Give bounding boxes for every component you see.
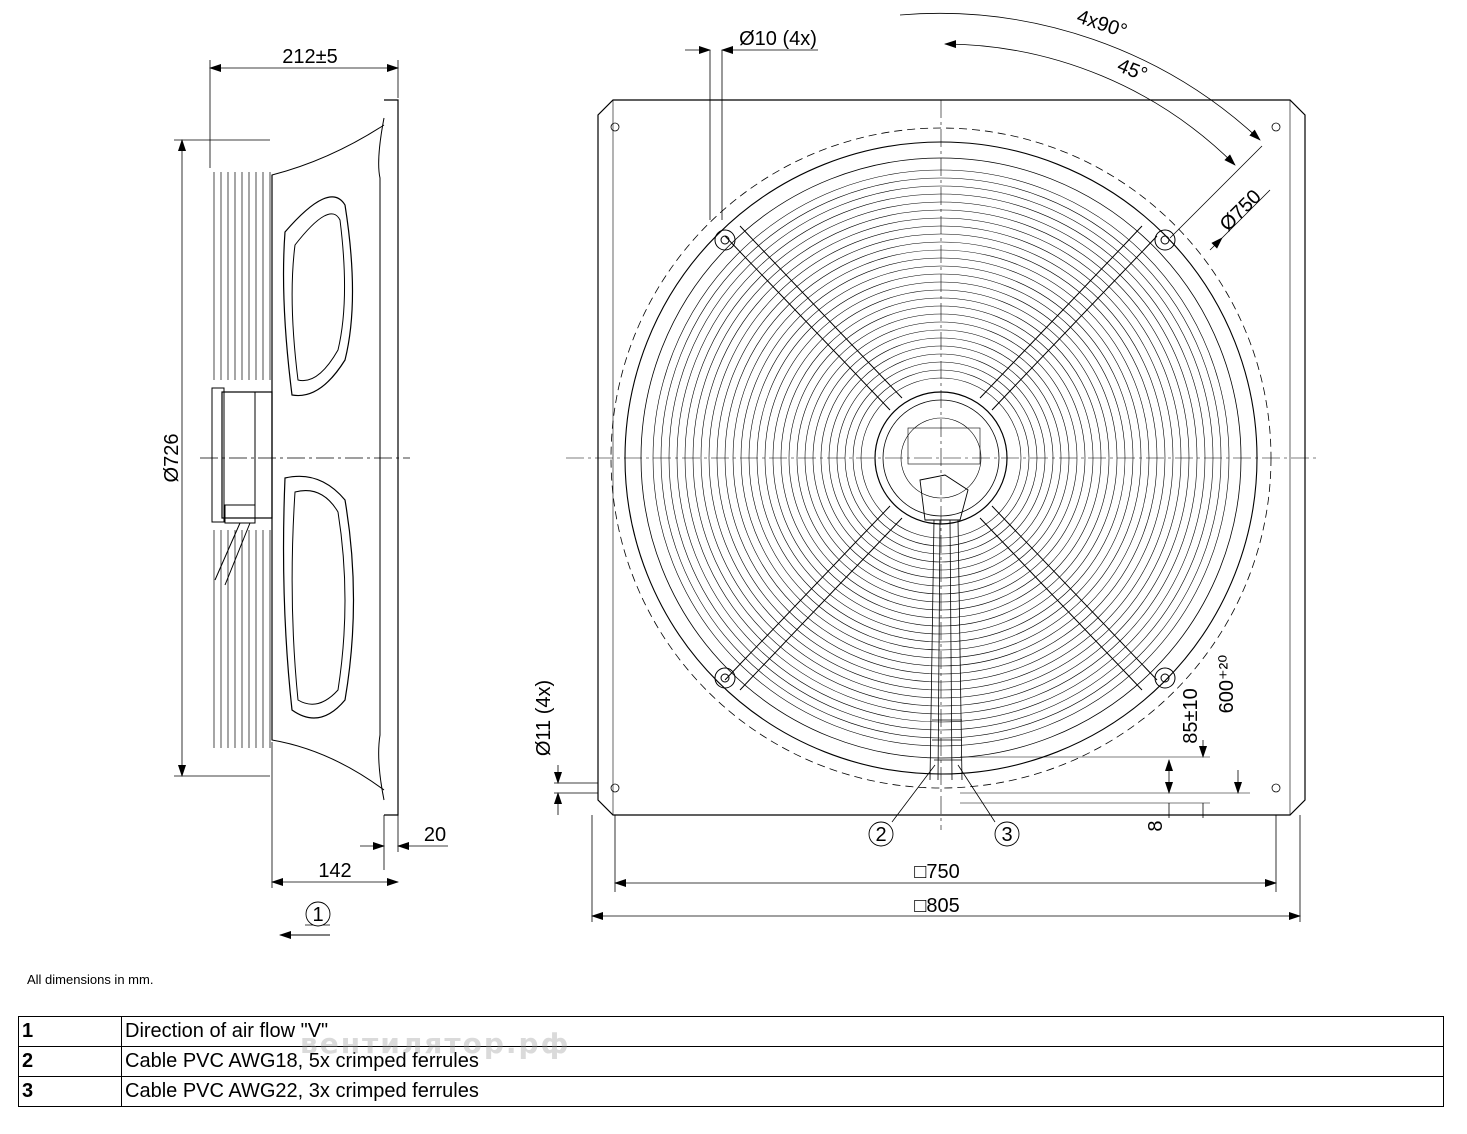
dim-diameter: Ø726: [161, 434, 183, 483]
dim-angle-45: 45°: [1114, 55, 1150, 87]
dim-750: □750: [914, 861, 959, 883]
table-row: 3 Cable PVC AWG22, 3x crimped ferrules: [18, 1076, 1444, 1107]
dim-slots: Ø11 (4x): [533, 680, 555, 756]
table-row: 1 Direction of air flow "V": [18, 1016, 1444, 1047]
legend-table: 1 Direction of air flow "V" 2 Cable PVC …: [18, 1016, 1444, 1107]
table-row: 2 Cable PVC AWG18, 5x crimped ferrules: [18, 1046, 1444, 1077]
front-view: [554, 12, 1320, 922]
callout-2: 2: [875, 824, 886, 846]
watermark: вентилятор.рф: [300, 1027, 571, 1060]
legend-text: Cable PVC AWG22, 3x crimped ferrules: [121, 1076, 1444, 1107]
dim-flange: 20: [424, 824, 446, 846]
dim-85: 85±10: [1180, 688, 1202, 743]
motor-fins: [213, 172, 271, 748]
dim-142: 142: [318, 860, 351, 882]
callout-3: 3: [1001, 824, 1012, 846]
dim-pcd: Ø750: [1216, 186, 1266, 236]
dim-805: □805: [914, 895, 959, 917]
dim-depth: 212±5: [282, 46, 337, 68]
legend-number: 2: [18, 1046, 122, 1077]
legend-number: 1: [18, 1016, 122, 1047]
dim-angle-4x90: 4x90°: [1074, 6, 1130, 43]
technical-drawing: 212±5 Ø726 20 142 1: [161, 6, 1320, 939]
dim-holes: Ø10 (4x): [739, 28, 817, 50]
side-view: [174, 60, 448, 939]
dim-8: 8: [1145, 820, 1167, 831]
dim-600: 600⁺²⁰: [1216, 655, 1238, 714]
units-note: All dimensions in mm.: [27, 972, 154, 987]
callout-1: 1: [312, 904, 323, 926]
legend-number: 3: [18, 1076, 122, 1107]
